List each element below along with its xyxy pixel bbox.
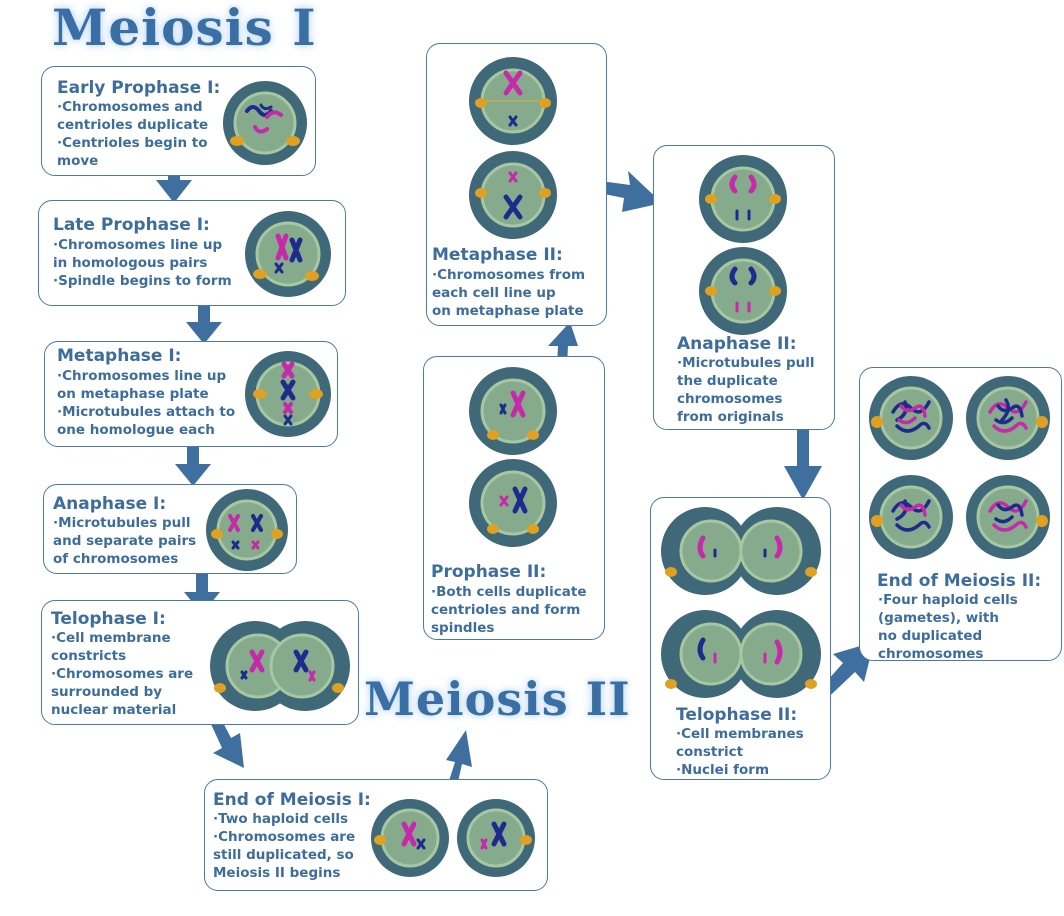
anaphase-2-line: chromosomes <box>677 391 783 407</box>
arrow-meta2-to-ana2 <box>584 171 662 212</box>
anaphase-2-cell-top <box>699 155 787 243</box>
anaphase-1-line: of chromosomes <box>53 551 179 567</box>
end-meiosis-1-line: Meiosis II begins <box>213 865 341 881</box>
telophase-1-line: ·Cell membrane <box>51 630 171 646</box>
end-meiosis-1-line: ·Chromosomes are <box>213 829 356 845</box>
early-prophase-1-title: Early Prophase I: <box>57 78 221 98</box>
end-meiosis-1-title: End of Meiosis I: <box>213 790 371 810</box>
anaphase-2-title: Anaphase II: <box>677 334 797 354</box>
arrow-late-to-meta1 <box>186 305 222 344</box>
prophase-2-line: ·Both cells duplicate <box>431 584 587 600</box>
telophase-2-title: Telophase II: <box>676 705 798 725</box>
telophase-2-cell-top <box>661 507 821 595</box>
end-meiosis-2-line: (gametes), with <box>878 610 999 626</box>
telophase-1-cell <box>210 621 350 711</box>
arrow-ana2-to-telo2 <box>784 428 822 500</box>
telophase-1-line: surrounded by <box>51 684 163 700</box>
telophase-2-line: ·Nuclei form <box>676 762 770 778</box>
end-meiosis-2-title: End of Meiosis II: <box>877 571 1042 591</box>
prophase-2-cell-top <box>469 367 557 455</box>
end-meiosis-1-line: still duplicated, so <box>213 847 354 863</box>
metaphase-2-line: on metaphase plate <box>432 303 584 319</box>
prophase-2-line: spindles <box>431 620 495 636</box>
end-meiosis-2-line: chromosomes <box>878 646 984 662</box>
arrow-pro2-to-meta2 <box>548 322 578 388</box>
metaphase-2-line: ·Chromosomes from <box>432 267 586 283</box>
end-meiosis-2-cell <box>869 475 953 559</box>
telophase-2-line: ·Cell membranes <box>676 726 804 742</box>
metaphase-1-line: ·Chromosomes line up <box>57 368 227 384</box>
prophase-2-title: Prophase II: <box>431 562 547 582</box>
arrow-meta1-to-ana1 <box>175 446 211 486</box>
prophase-2-cell-bottom <box>469 459 557 547</box>
late-prophase-1-cell <box>245 211 331 297</box>
early-prophase-1-line: move <box>57 153 99 169</box>
end-meiosis-2-cell <box>966 376 1050 460</box>
telophase-1-line: constricts <box>51 648 127 664</box>
end-meiosis-1-line: ·Two haploid cells <box>213 811 349 827</box>
arrow-early-to-late <box>156 172 192 203</box>
metaphase-2-cell-top <box>469 57 557 145</box>
metaphase-2-cell-bottom <box>469 151 557 239</box>
end-meiosis-1-cell-a <box>371 799 449 877</box>
metaphase-1-cell <box>245 351 331 437</box>
metaphase-1-title: Metaphase I: <box>57 346 182 366</box>
late-prophase-1-line: in homologous pairs <box>53 255 208 271</box>
prophase-2-line: centrioles and form <box>431 602 581 618</box>
end-meiosis-2-cell <box>869 376 953 460</box>
early-prophase-1-line: ·Centrioles begin to <box>57 135 208 151</box>
anaphase-1-title: Anaphase I: <box>53 494 167 514</box>
telophase-1-line: ·Chromosomes are <box>51 666 194 682</box>
metaphase-2-line: each cell line up <box>432 285 556 301</box>
telophase-1-line: nuclear material <box>51 702 177 718</box>
early-prophase-1-line: centrioles duplicate <box>57 117 209 133</box>
meiosis-2-title: Meiosis II <box>364 672 631 726</box>
meiosis-1-title: Meiosis I <box>52 0 317 57</box>
late-prophase-1-line: ·Chromosomes line up <box>53 237 223 253</box>
late-prophase-1-title: Late Prophase I: <box>53 215 210 235</box>
end-meiosis-2-cell <box>966 475 1050 559</box>
telophase-2-line: constrict <box>676 744 744 760</box>
anaphase-2-cell-bottom <box>699 247 787 335</box>
metaphase-2-title: Metaphase II: <box>432 245 563 265</box>
metaphase-1-line: ·Microtubules attach to <box>57 404 236 420</box>
telophase-2-cell-bottom <box>661 610 821 698</box>
anaphase-2-line: from originals <box>677 409 784 425</box>
anaphase-1-cell <box>206 489 288 571</box>
metaphase-1-line: one homologue each <box>57 422 215 438</box>
late-prophase-1-line: ·Spindle begins to form <box>53 273 232 289</box>
telophase-1-title: Telophase I: <box>51 609 166 629</box>
anaphase-1-line: and separate pairs <box>53 533 197 549</box>
anaphase-2-line: ·Microtubules pull <box>677 355 815 371</box>
early-prophase-1-cell <box>223 81 307 165</box>
end-meiosis-2-line: ·Four haploid cells <box>878 592 1018 608</box>
end-meiosis-2-line: no duplicated <box>878 628 983 644</box>
anaphase-1-line: ·Microtubules pull <box>53 515 191 531</box>
metaphase-1-line: on metaphase plate <box>57 386 209 402</box>
anaphase-2-line: the duplicate <box>677 373 778 389</box>
arrow-ana1-to-telo1 <box>184 574 220 614</box>
early-prophase-1-line: ·Chromosomes and <box>57 99 203 115</box>
end-meiosis-1-cell-b <box>457 799 535 877</box>
